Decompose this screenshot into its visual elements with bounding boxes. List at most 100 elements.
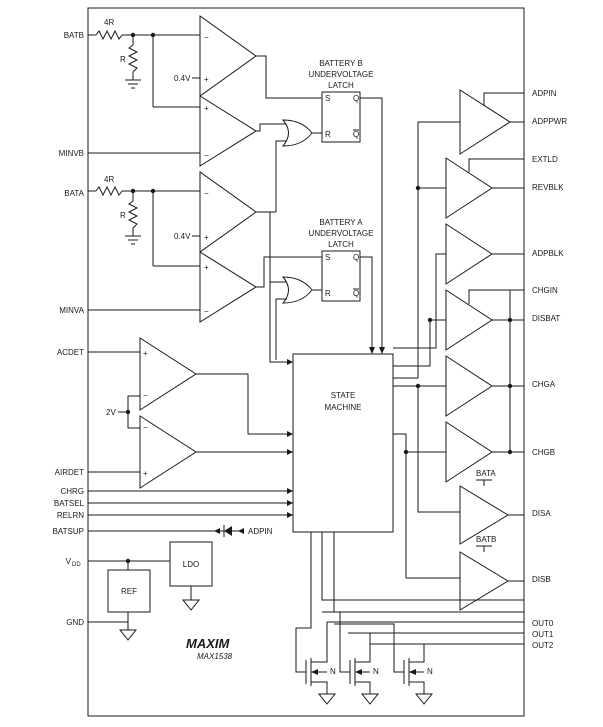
svg-text:+: + <box>204 263 209 272</box>
comparator-min-b <box>199 95 257 167</box>
svg-text:−: − <box>143 423 148 432</box>
svg-text:N: N <box>427 667 433 676</box>
svg-text:BATTERY B: BATTERY B <box>319 59 363 68</box>
pin-adpin: ADPIN <box>532 89 557 98</box>
comparator-acdet <box>139 337 197 411</box>
ground-icon <box>317 693 337 705</box>
pin-revblk: REVBLK <box>532 183 564 192</box>
pin-batb: BATB <box>64 31 84 40</box>
state-machine <box>292 353 394 533</box>
pin-chgin: CHGIN <box>532 286 558 295</box>
svg-text:N: N <box>330 667 336 676</box>
resistor-4r-b <box>95 29 123 41</box>
part-number: MAX1538 <box>197 652 233 661</box>
ground-icon <box>125 79 141 89</box>
amp-chga <box>445 355 493 417</box>
svg-text:LDO: LDO <box>183 560 199 569</box>
svg-text:−: − <box>143 391 148 400</box>
pin-out2: OUT2 <box>532 641 554 650</box>
or-gate-a <box>281 276 313 304</box>
ground-icon <box>118 629 138 641</box>
label-r-b: R <box>120 55 126 64</box>
svg-text:R: R <box>325 130 331 139</box>
pin-chgb: CHGB <box>532 448 555 457</box>
label-0v4-a: 0.4V <box>174 232 191 241</box>
label-r-a: R <box>120 211 126 220</box>
ground-icon <box>360 693 380 705</box>
ref-block <box>107 569 151 613</box>
ldo-block <box>169 541 213 587</box>
svg-text:+: + <box>204 233 209 242</box>
latch-battery-b <box>321 91 361 143</box>
pin-vdd: V <box>66 557 72 566</box>
svg-text:+: + <box>204 104 209 113</box>
pin-adppwr: ADPPWR <box>532 117 567 126</box>
svg-text:S: S <box>325 253 330 262</box>
svg-text:−: − <box>204 151 209 160</box>
svg-text:STATE: STATE <box>331 391 356 400</box>
resistor-r-b <box>127 44 139 73</box>
battery-a-section: 4R R − + 0.4V + − BATTERY A UNDERVOLTAGE <box>88 171 374 360</box>
svg-text:BATTERY A: BATTERY A <box>319 218 363 227</box>
label-2v: 2V <box>106 408 116 417</box>
amp-disb <box>459 551 509 611</box>
pin-disa: DISA <box>532 509 551 518</box>
latch-battery-a <box>321 250 361 302</box>
label-0v4-b: 0.4V <box>174 74 191 83</box>
resistor-4r-a <box>95 185 123 197</box>
svg-text:LATCH: LATCH <box>328 240 354 249</box>
svg-text:N: N <box>373 667 379 676</box>
label-4r-a: 4R <box>104 175 114 184</box>
svg-text:UNDERVOLTAGE: UNDERVOLTAGE <box>309 229 374 238</box>
svg-text:+: + <box>143 469 148 478</box>
svg-text:R: R <box>325 289 331 298</box>
label-adpin-diode: ADPIN <box>248 527 273 536</box>
supply-batb: BATB <box>476 535 496 544</box>
pin-minva: MINVA <box>59 306 84 315</box>
ground-icon <box>125 235 141 245</box>
pin-chrg: CHRG <box>60 487 84 496</box>
svg-text:−: − <box>204 189 209 198</box>
output-mosfets: N N N <box>295 532 525 705</box>
pin-relrn: RELRN <box>57 511 84 520</box>
svg-text:MACHINE: MACHINE <box>325 403 362 412</box>
resistor-r-a <box>127 200 139 229</box>
svg-text:Q: Q <box>353 94 359 103</box>
amp-adppwr <box>459 89 511 155</box>
svg-text:+: + <box>204 75 209 84</box>
svg-text:UNDERVOLTAGE: UNDERVOLTAGE <box>309 70 374 79</box>
svg-text:REF: REF <box>121 587 137 596</box>
maxim-logo: MAXIM <box>186 636 231 651</box>
diode-icon <box>223 525 244 537</box>
battery-b-section: 4R R − + 0.4V + − BATTERY <box>88 15 383 348</box>
svg-text:−: − <box>204 307 209 316</box>
pin-out0: OUT0 <box>532 619 554 628</box>
pin-disbat: DISBAT <box>532 314 560 323</box>
or-gate-b <box>281 119 313 147</box>
svg-text:Q: Q <box>353 289 359 298</box>
svg-text:S: S <box>325 94 330 103</box>
ic-outline <box>87 7 525 717</box>
pin-acdet: ACDET <box>57 348 84 357</box>
pin-chga: CHGA <box>532 380 556 389</box>
label-4r-b: 4R <box>104 18 114 27</box>
pin-airdet: AIRDET <box>55 468 84 477</box>
pin-batsel: BATSEL <box>54 499 85 508</box>
pin-adpblk: ADPBLK <box>532 249 564 258</box>
svg-text:Q: Q <box>353 253 359 262</box>
comparator-airdet <box>139 415 197 489</box>
supply-bata: BATA <box>476 469 496 478</box>
svg-text:−: − <box>204 33 209 42</box>
pin-extld: EXTLD <box>532 155 558 164</box>
comparator-uv-a <box>199 171 257 253</box>
pin-out1: OUT1 <box>532 630 554 639</box>
comparator-uv-b <box>199 15 257 97</box>
ground-icon <box>414 693 434 705</box>
comparator-min-a <box>199 251 257 323</box>
adapter-detect-section: + − − + 2V <box>88 337 293 489</box>
power-section: REF LDO <box>88 541 213 641</box>
pin-bata: BATA <box>64 189 84 198</box>
pin-batsup: BATSUP <box>53 527 84 536</box>
pin-vdd-subscript: DD <box>72 562 81 568</box>
amp-disa <box>459 485 509 545</box>
